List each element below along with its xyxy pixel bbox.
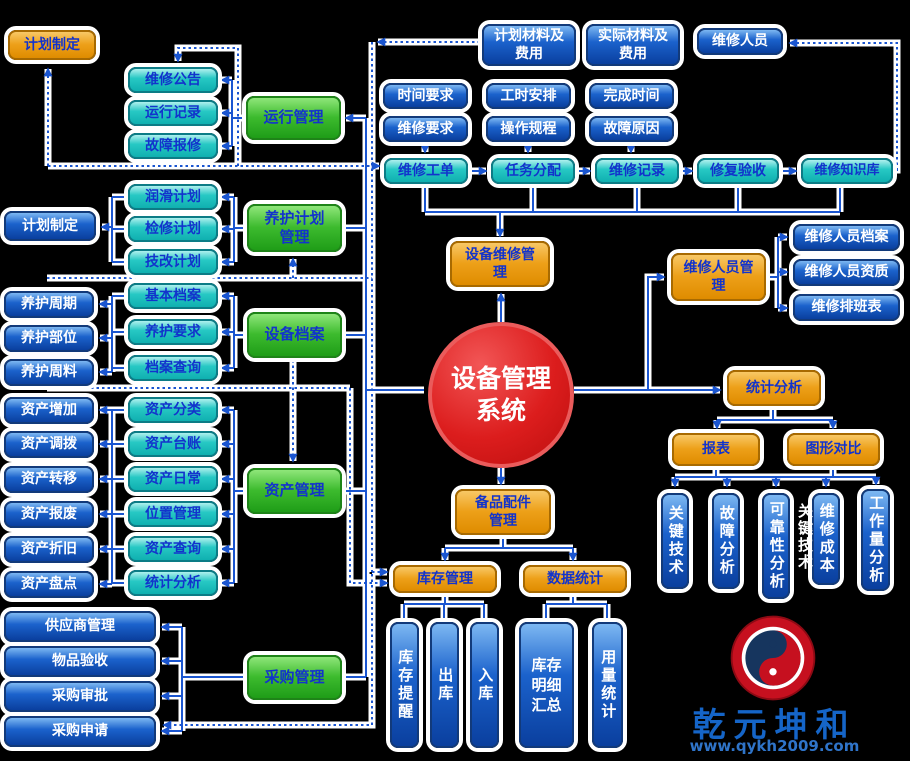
node-repair-shift-schedule: 维修排班表 bbox=[793, 294, 900, 321]
node-asset-move: 资产转移 bbox=[4, 466, 94, 493]
node-repair-staff-mgmt: 维修人员管理 bbox=[671, 253, 766, 301]
node-task-assignment: 任务分配 bbox=[491, 158, 575, 184]
node-workload-analysis: 工作量分析 bbox=[861, 489, 890, 591]
node-repair-knowledge-base: 维修知识库 bbox=[801, 158, 893, 184]
node-asset-daily: 资产日常 bbox=[128, 466, 218, 492]
node-maintenance-cycle: 养护周期 bbox=[4, 291, 94, 318]
node-usage-statistics: 用量统计 bbox=[592, 622, 623, 748]
node-stock-detail-summary: 库存明细汇总 bbox=[519, 622, 574, 748]
node-upgrade-plan: 技改计划 bbox=[128, 249, 218, 275]
node-plan-making-blue: 计划制定 bbox=[4, 211, 96, 241]
node-asset-query: 资产查询 bbox=[128, 536, 218, 562]
node-repair-requirement: 维修要求 bbox=[383, 116, 468, 142]
node-graph-compare: 图形对比 bbox=[787, 433, 880, 466]
node-maintenance-material: 养护周料 bbox=[4, 359, 94, 386]
node-maintenance-plan-mgmt: 养护计划管理 bbox=[247, 204, 342, 252]
node-operation-mgmt: 运行管理 bbox=[246, 96, 341, 140]
node-repair-record: 维修记录 bbox=[595, 158, 679, 184]
node-stock-alert: 库存提醒 bbox=[390, 622, 419, 748]
node-statistical-analysis: 统计分析 bbox=[727, 370, 821, 406]
node-repair-order: 维修工单 bbox=[384, 158, 468, 184]
node-stock-in: 入库 bbox=[470, 622, 499, 748]
node-overhaul-plan: 检修计划 bbox=[128, 216, 218, 242]
node-asset-ledger: 资产台账 bbox=[128, 431, 218, 457]
node-lubrication-plan: 润滑计划 bbox=[128, 184, 218, 210]
company-website: www.qykh2009.com bbox=[689, 737, 860, 755]
node-operation-record: 运行记录 bbox=[128, 100, 218, 126]
node-asset-mgmt: 资产管理 bbox=[247, 468, 342, 514]
node-maintenance-requirement: 养护要求 bbox=[128, 319, 218, 345]
node-asset-transfer-out: 资产调拨 bbox=[4, 431, 94, 458]
node-goods-acceptance: 物品验收 bbox=[4, 646, 156, 677]
hub-equipment-management-system: 设备管理系统 bbox=[428, 322, 574, 468]
node-planned-material-cost: 计划材料及费用 bbox=[482, 24, 576, 66]
node-actual-material-cost: 实际材料及费用 bbox=[586, 24, 680, 66]
node-staff-qualification: 维修人员资质 bbox=[793, 259, 900, 286]
node-supplier-mgmt: 供应商管理 bbox=[4, 611, 156, 642]
node-report: 报表 bbox=[672, 433, 760, 466]
company-name: 乾元坤和 bbox=[692, 705, 857, 744]
node-basic-archive: 基本档案 bbox=[128, 283, 218, 309]
node-asset-depreciation: 资产折旧 bbox=[4, 536, 94, 563]
node-fault-analysis: 故障分析 bbox=[712, 493, 740, 589]
hub-title: 设备管理系统 bbox=[450, 363, 551, 426]
floating-key-technology-label: 关键技术 bbox=[796, 503, 814, 571]
node-asset-inventory-check: 资产盘点 bbox=[4, 571, 94, 598]
node-stock-out: 出库 bbox=[430, 622, 459, 748]
node-equipment-archive: 设备档案 bbox=[247, 312, 342, 358]
node-purchase-request: 采购申请 bbox=[4, 716, 156, 747]
node-data-statistics: 数据统计 bbox=[523, 565, 627, 593]
node-completion-time: 完成时间 bbox=[589, 83, 674, 109]
company-logo-icon bbox=[727, 612, 819, 704]
node-operation-procedure: 操作规程 bbox=[486, 116, 571, 142]
node-plan-making-top: 计划制定 bbox=[8, 30, 96, 60]
node-spare-parts-mgmt: 备品配件管理 bbox=[455, 489, 551, 535]
node-asset-category: 资产分类 bbox=[128, 397, 218, 423]
node-key-technology: 关键技术 bbox=[661, 493, 689, 589]
node-repair-staff: 维修人员 bbox=[697, 28, 783, 55]
node-repair-notice: 维修公告 bbox=[128, 67, 218, 93]
node-time-requirement: 时间要求 bbox=[383, 83, 468, 109]
node-staff-archive: 维修人员档案 bbox=[793, 224, 900, 251]
node-repair-cost: 维修成本 bbox=[812, 493, 840, 585]
node-purchase-approval: 采购审批 bbox=[4, 681, 156, 712]
node-asset-scrap: 资产报废 bbox=[4, 501, 94, 528]
node-purchase-mgmt: 采购管理 bbox=[247, 655, 342, 700]
node-location-mgmt: 位置管理 bbox=[128, 501, 218, 527]
node-inventory-mgmt: 库存管理 bbox=[393, 565, 497, 593]
node-asset-add: 资产增加 bbox=[4, 397, 94, 424]
node-work-hour-schedule: 工时安排 bbox=[486, 83, 571, 109]
node-repair-acceptance: 修复验收 bbox=[697, 158, 779, 184]
node-fault-cause: 故障原因 bbox=[589, 116, 674, 142]
node-archive-query: 档案查询 bbox=[128, 355, 218, 381]
node-asset-stats: 统计分析 bbox=[128, 570, 218, 596]
node-fault-report: 故障报修 bbox=[128, 133, 218, 159]
node-equipment-repair-mgmt: 设备维修管理 bbox=[450, 241, 550, 287]
node-maintenance-part: 养护部位 bbox=[4, 325, 94, 352]
node-reliability-analysis: 可靠性分析 bbox=[762, 493, 790, 599]
